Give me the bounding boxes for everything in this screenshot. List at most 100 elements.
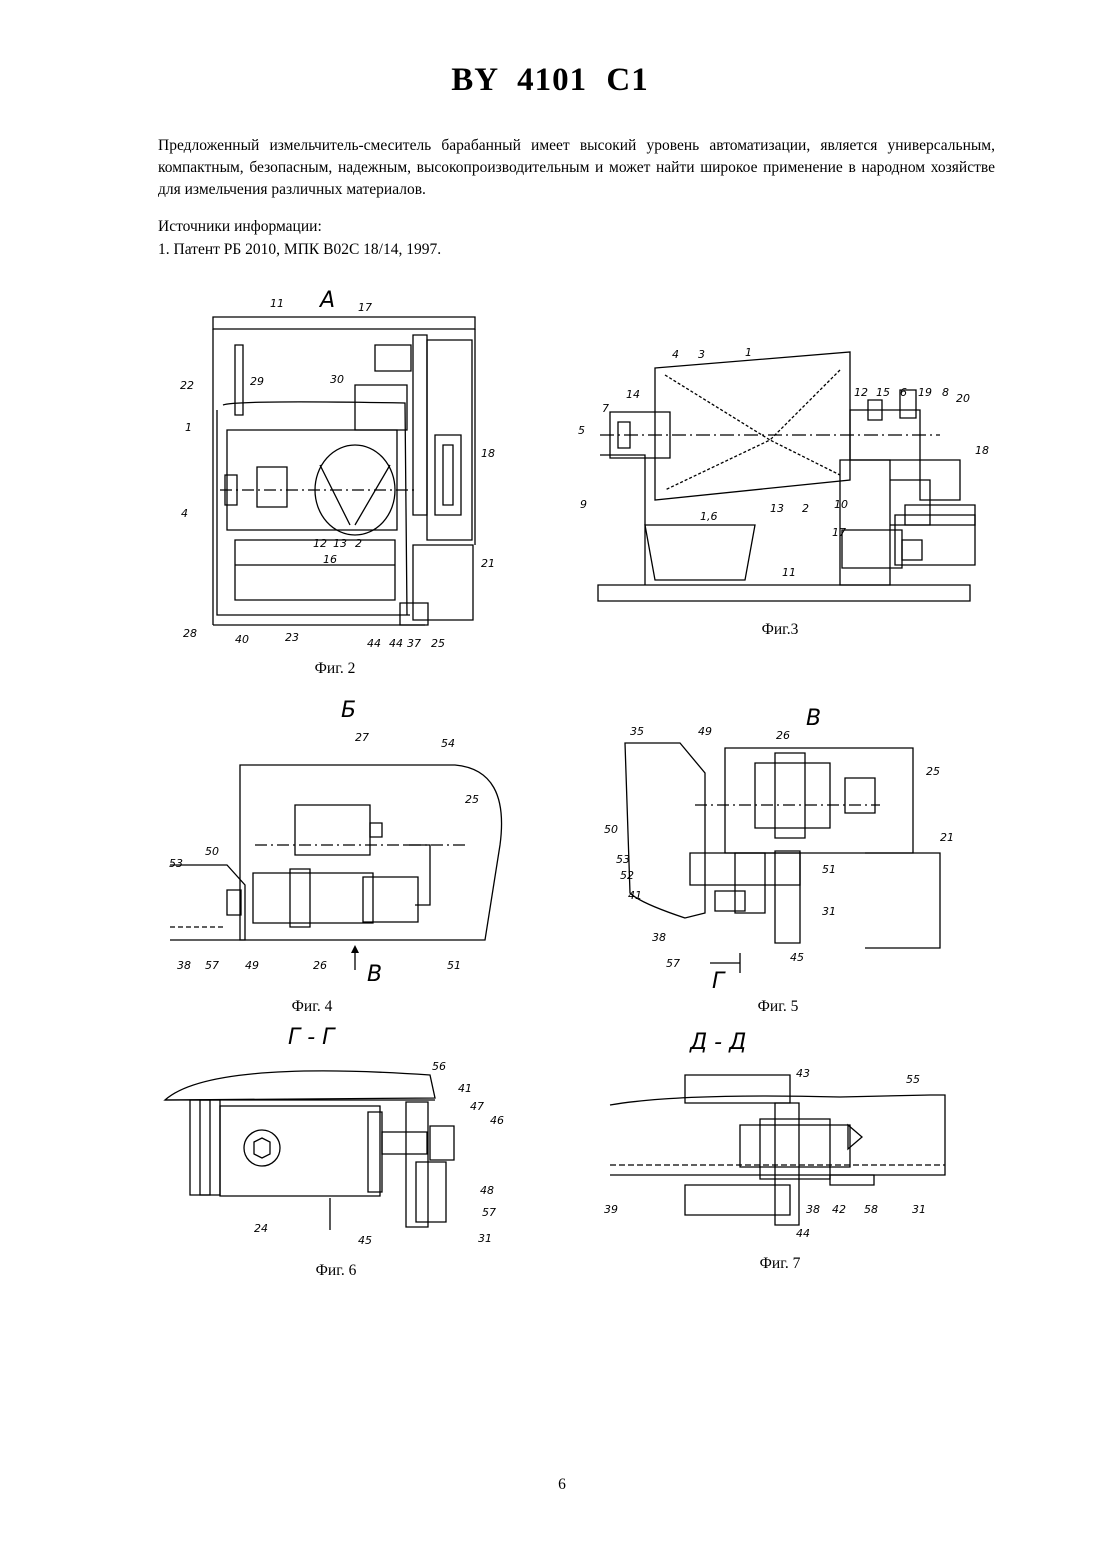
- fig4-label: 38: [177, 959, 191, 972]
- fig5-label: 57: [666, 957, 680, 970]
- fig2-label: 12: [313, 537, 327, 550]
- fig3-label: 20: [956, 392, 970, 405]
- fig6-label: 31: [478, 1232, 492, 1245]
- fig2-label: 17: [358, 301, 372, 314]
- fig3-label: 1: [745, 346, 752, 359]
- fig2-label: 23: [285, 631, 299, 644]
- fig5-caption: Фиг. 5: [718, 998, 838, 1016]
- fig2-label: 4: [181, 507, 188, 520]
- fig3-label: 12: [854, 386, 868, 399]
- fig6-label: 24: [254, 1222, 268, 1235]
- figure-7: Д - Д 43 55 39 38 42 58 31 44: [600, 1025, 960, 1245]
- fig6-label: 56: [432, 1060, 446, 1073]
- fig5-label: 38: [652, 931, 666, 944]
- figure-2: А 11 17 30 22 29 1 18 4 12: [175, 285, 485, 655]
- fig3-label: 2: [802, 502, 809, 515]
- figure-6-drawing: Г - Г 56 41 47 46 48 57 31 24 45: [150, 1020, 510, 1260]
- fig2-label: 29: [250, 375, 264, 388]
- fig2-label: 28: [183, 627, 197, 640]
- fig6-label: 41: [458, 1082, 472, 1095]
- fig5-label: 53: [616, 853, 630, 866]
- fig5-view-letter: В: [806, 706, 821, 731]
- fig3-label: 8: [942, 386, 949, 399]
- figure-5-drawing: В Г 35 49 26 25 21 50 53 52 41 51 31 38 …: [600, 703, 950, 993]
- fig5-label: 21: [940, 831, 954, 844]
- fig7-label: 38: [806, 1203, 820, 1216]
- fig2-caption: Фиг. 2: [275, 660, 395, 678]
- fig6-caption: Фиг. 6: [276, 1262, 396, 1280]
- fig7-label: 43: [796, 1067, 810, 1080]
- source-item: 1. Патент РБ 2010, МПК B02C 18/14, 1997.: [158, 241, 441, 259]
- fig3-label: 19: [918, 386, 932, 399]
- fig4-label: 26: [313, 959, 327, 972]
- fig5-label: 26: [776, 729, 790, 742]
- fig6-label: 47: [470, 1100, 484, 1113]
- fig2-label: 25: [431, 637, 445, 650]
- fig5-label: 49: [698, 725, 712, 738]
- fig3-label: 7: [602, 402, 609, 415]
- fig4-caption: Фиг. 4: [252, 998, 372, 1016]
- fig3-label: 4: [672, 348, 679, 361]
- figure-5: В Г 35 49 26 25 21 50 53 52 41 51 31 38 …: [600, 703, 950, 993]
- figure-2-drawing: А 11 17 30 22 29 1 18 4 12: [175, 285, 485, 655]
- fig7-label: 44: [796, 1227, 810, 1240]
- fig3-label: 15: [876, 386, 890, 399]
- fig4-label: 54: [441, 737, 455, 750]
- fig5-section-letter: Г: [712, 969, 726, 994]
- fig2-label: 44: [367, 637, 381, 650]
- fig2-label: 44: [389, 637, 403, 650]
- fig5-label: 50: [604, 823, 618, 836]
- figure-4: Б В 27 54 25 50 53 38 57 49 26 51: [165, 695, 515, 985]
- page-number: 6: [0, 1476, 1100, 1494]
- fig4-label: 25: [465, 793, 479, 806]
- fig2-label: 37: [407, 637, 421, 650]
- figure-3-drawing: 4 3 1 14 12 15 6 19 8 7 5 20 18 9 13 2 1…: [570, 330, 990, 610]
- fig6-label: 57: [482, 1206, 496, 1219]
- fig7-label: 39: [604, 1203, 618, 1216]
- fig7-label: 31: [912, 1203, 926, 1216]
- fig5-label: 52: [620, 869, 634, 882]
- fig3-label: 13: [770, 502, 784, 515]
- fig4-label: 49: [245, 959, 259, 972]
- fig6-label: 46: [490, 1114, 504, 1127]
- sources-heading: Источники информации:: [158, 218, 322, 236]
- fig4-view-letter: Б: [341, 698, 356, 723]
- fig5-label: 35: [630, 725, 644, 738]
- fig4-label: 57: [205, 959, 219, 972]
- fig6-label: 48: [480, 1184, 494, 1197]
- fig3-label: 6: [900, 386, 907, 399]
- fig2-label: 11: [270, 297, 284, 310]
- fig5-label: 51: [822, 863, 836, 876]
- fig4-label: 53: [169, 857, 183, 870]
- fig5-label: 41: [628, 889, 642, 902]
- fig3-label: 5: [578, 424, 585, 437]
- fig5-label: 25: [926, 765, 940, 778]
- summary-paragraph: Предложенный измельчитель-смеситель бара…: [158, 135, 995, 201]
- fig3-caption: Фиг.3: [720, 621, 840, 639]
- fig3-label: 3: [698, 348, 705, 361]
- fig2-label: 40: [235, 633, 249, 646]
- fig2-view-letter: А: [318, 288, 335, 313]
- figure-4-drawing: Б В 27 54 25 50 53 38 57 49 26 51: [165, 695, 515, 985]
- fig4-label: 50: [205, 845, 219, 858]
- fig4-label: 27: [355, 731, 369, 744]
- fig3-label: 9: [580, 498, 587, 511]
- fig7-label: 55: [906, 1073, 920, 1086]
- fig2-label: 16: [323, 553, 337, 566]
- patent-number: BY 4101 C1: [0, 62, 1100, 99]
- fig5-label: 31: [822, 905, 836, 918]
- figure-3: 4 3 1 14 12 15 6 19 8 7 5 20 18 9 13 2 1…: [570, 330, 990, 610]
- fig2-label: 21: [481, 557, 495, 570]
- figure-6: Г - Г 56 41 47 46 48 57 31 24 45: [150, 1020, 510, 1260]
- fig3-label: 1,6: [700, 510, 718, 523]
- fig7-label: 58: [864, 1203, 878, 1216]
- figure-7-drawing: Д - Д 43 55 39 38 42 58 31 44: [600, 1025, 960, 1245]
- fig6-label: 45: [358, 1234, 372, 1247]
- fig3-label: 18: [975, 444, 989, 457]
- fig7-label: 42: [832, 1203, 846, 1216]
- fig5-label: 45: [790, 951, 804, 964]
- fig7-section-title: Д - Д: [689, 1030, 746, 1055]
- fig2-label: 2: [355, 537, 362, 550]
- fig4-arrow-letter: В: [367, 962, 382, 987]
- fig2-label: 18: [481, 447, 495, 460]
